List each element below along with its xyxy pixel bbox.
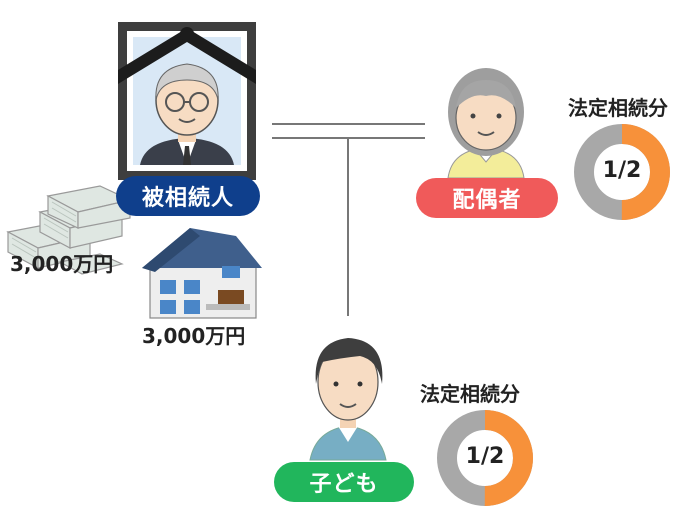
spouse-share-donut: [574, 124, 670, 220]
child-label: 子ども: [274, 462, 414, 502]
spouse-label: 配偶者: [416, 178, 558, 218]
cash-amount: 3,000万円: [10, 252, 114, 276]
house-icon: [142, 228, 262, 319]
man-icon: [309, 338, 387, 461]
share-fill-arc: [574, 124, 670, 220]
house-amount: 3,000万円: [142, 324, 246, 348]
deceased-label: 被相続人: [116, 176, 260, 216]
spouse-share-value: 1/2: [602, 158, 642, 183]
share-fill-arc: [437, 410, 533, 506]
child-share-value: 1/2: [465, 444, 505, 469]
money-stack-icon: [6, 185, 132, 275]
spouse-share-title: 法定相続分: [568, 96, 668, 120]
child-share-donut: [437, 410, 533, 506]
elderly-woman-icon: [447, 68, 525, 179]
memorial-portrait-icon: [118, 22, 256, 180]
child-share-title: 法定相続分: [420, 382, 520, 406]
relation-lines: [272, 123, 425, 316]
